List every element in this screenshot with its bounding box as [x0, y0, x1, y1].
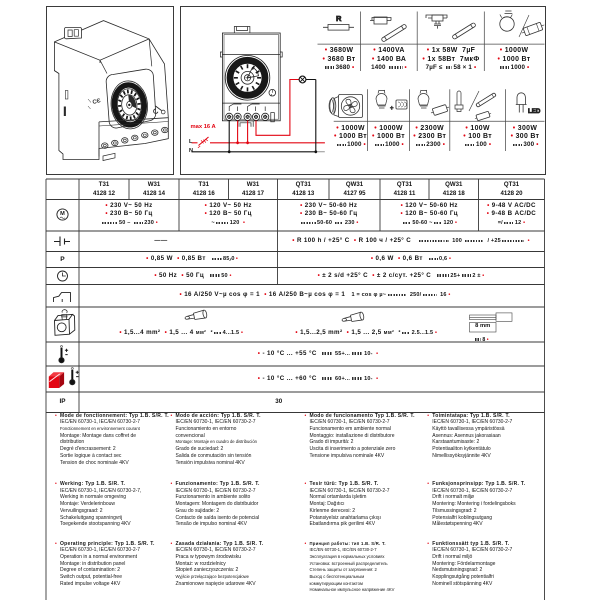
svg-text:CЄ: CЄ: [92, 98, 102, 106]
svg-text:+: +: [390, 106, 394, 112]
svg-text:LED: LED: [528, 108, 541, 115]
svg-text:R: R: [336, 14, 342, 23]
